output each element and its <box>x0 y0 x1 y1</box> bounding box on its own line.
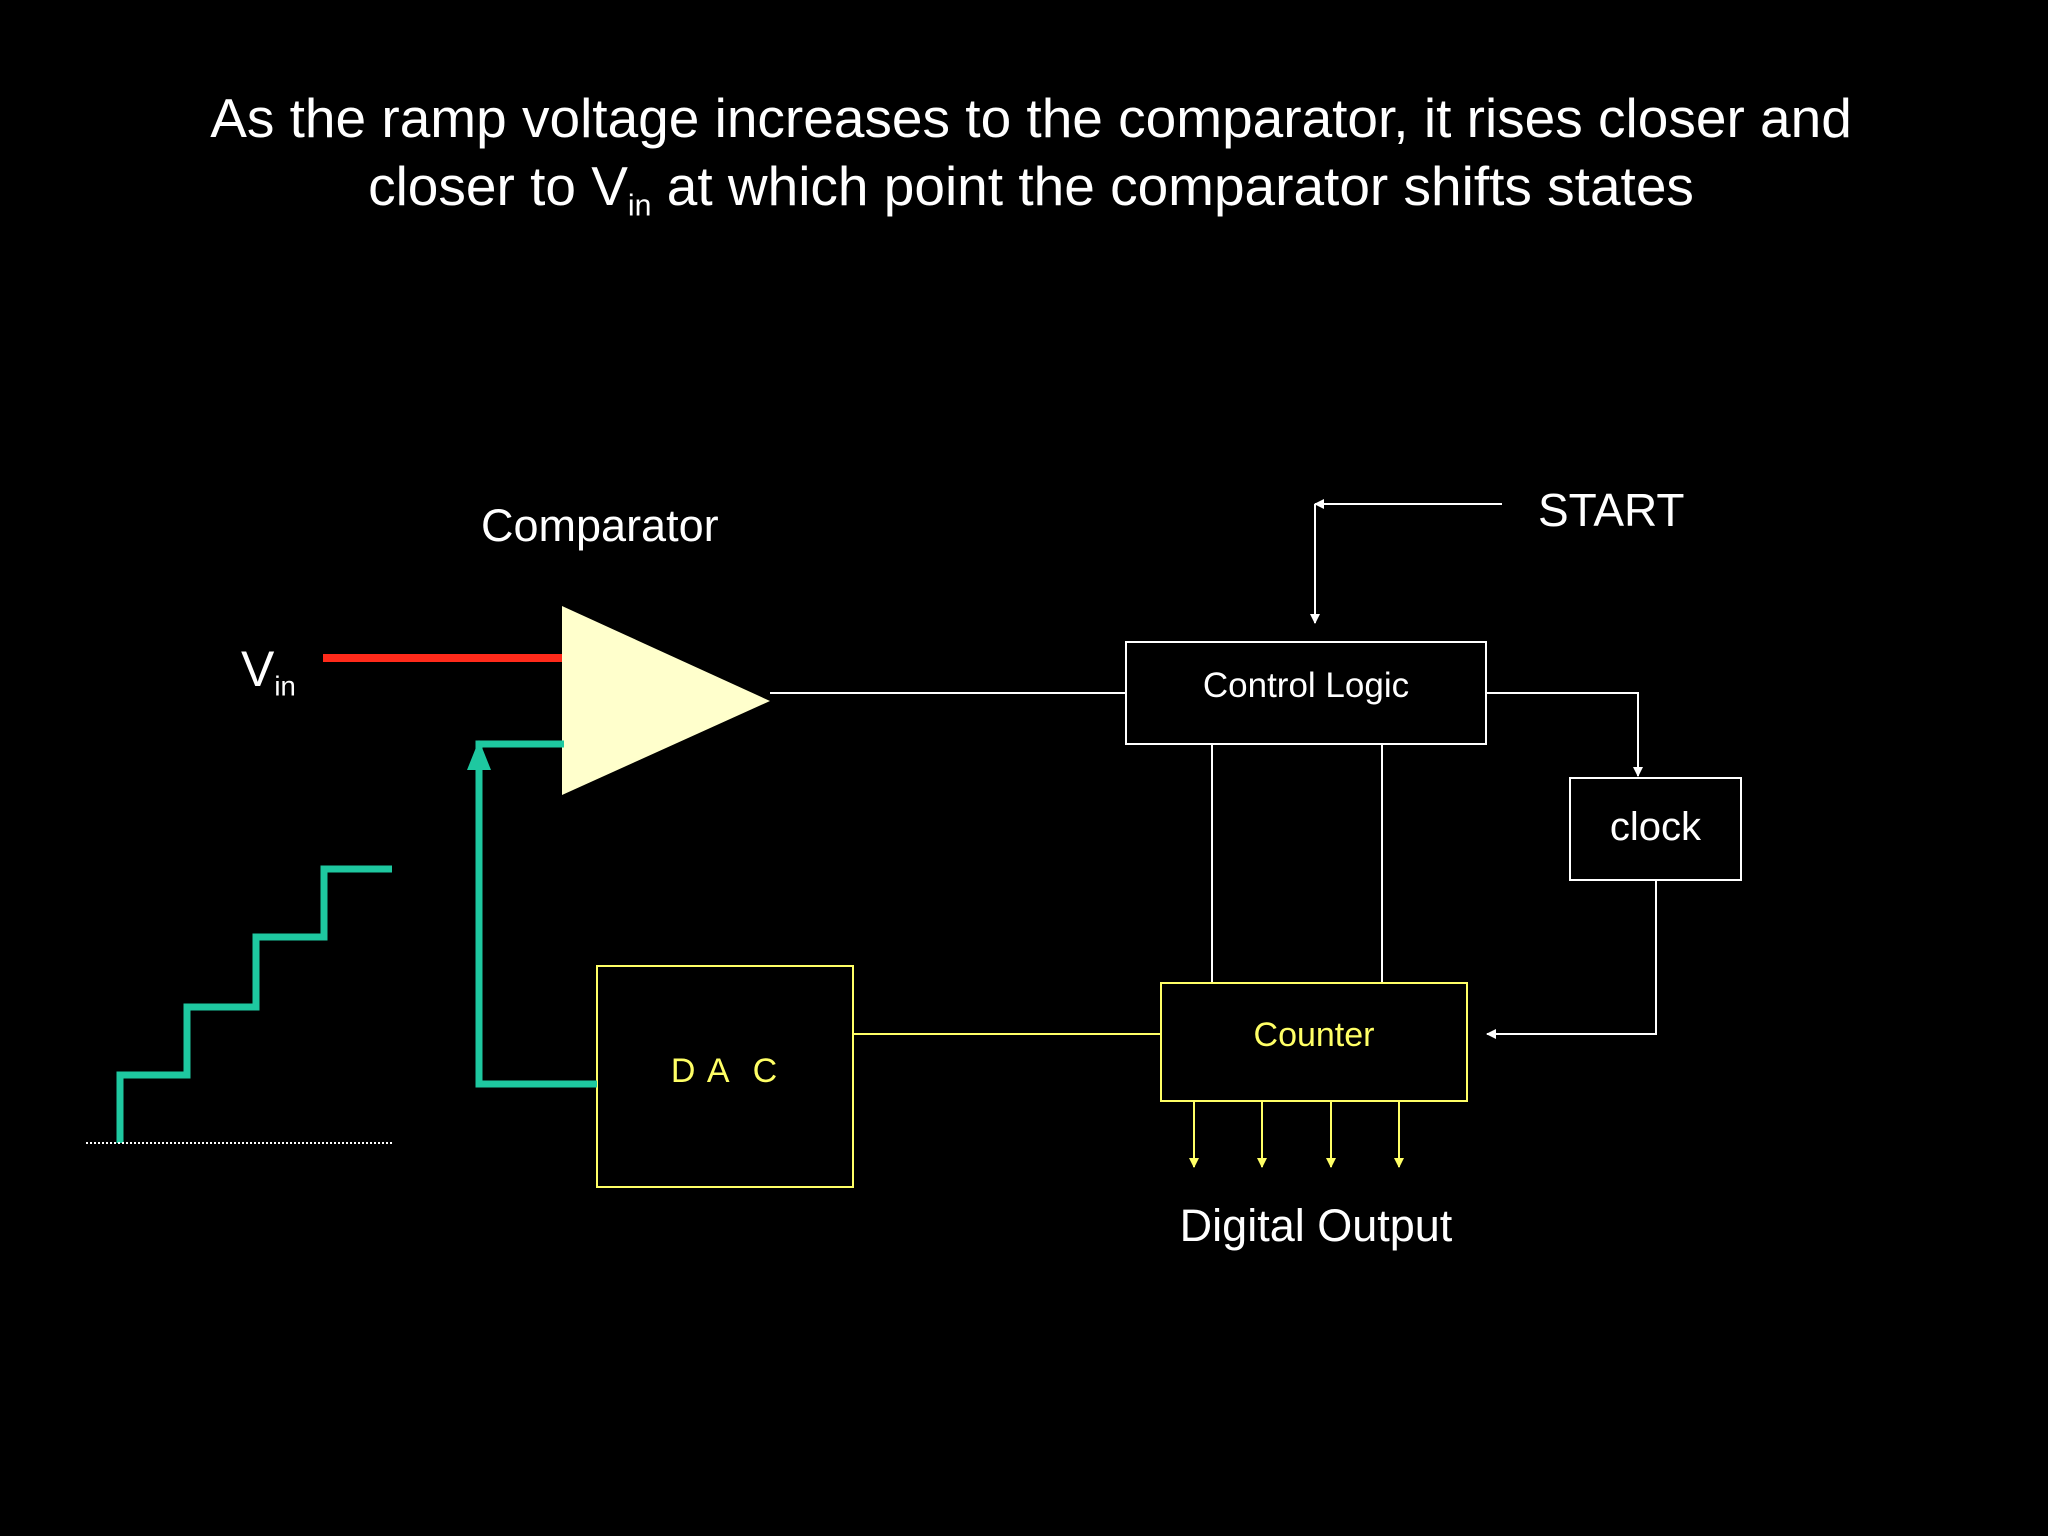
control-to-clock-wire <box>1486 692 1643 777</box>
control-logic-label: Control Logic <box>1202 666 1410 705</box>
counter-label: Counter <box>1253 1016 1375 1054</box>
dac-feedback-wire <box>475 740 597 1088</box>
clock-label: clock <box>1609 805 1702 849</box>
dac-label: D A C <box>670 1052 780 1090</box>
title-line-2-pre: closer to V <box>368 155 628 217</box>
title-line-2-post: at which point the comparator shifts sta… <box>651 155 1694 217</box>
title-line-2: closer to Vin at which point the compara… <box>0 152 2048 223</box>
feedback-arrow-head <box>467 740 491 770</box>
vin-label: Vin <box>241 640 296 700</box>
vin-label-main: V <box>241 641 275 697</box>
staircase-ramp <box>116 865 392 1143</box>
comparator-label: Comparator <box>481 500 719 551</box>
title-line-1: As the ramp voltage increases to the com… <box>210 87 1852 149</box>
digital-output-label: Digital Output <box>1179 1200 1453 1251</box>
comparator-triangle <box>562 606 770 795</box>
start-label: START <box>1538 484 1685 536</box>
counter-box <box>1160 982 1468 1102</box>
clock-to-counter-wire <box>1486 880 1657 1039</box>
dac-box <box>596 965 854 1188</box>
slide-title: As the ramp voltage increases to the com… <box>0 84 2048 223</box>
title-vin-subscript: in <box>627 189 652 223</box>
vin-label-subscript: in <box>274 670 296 702</box>
